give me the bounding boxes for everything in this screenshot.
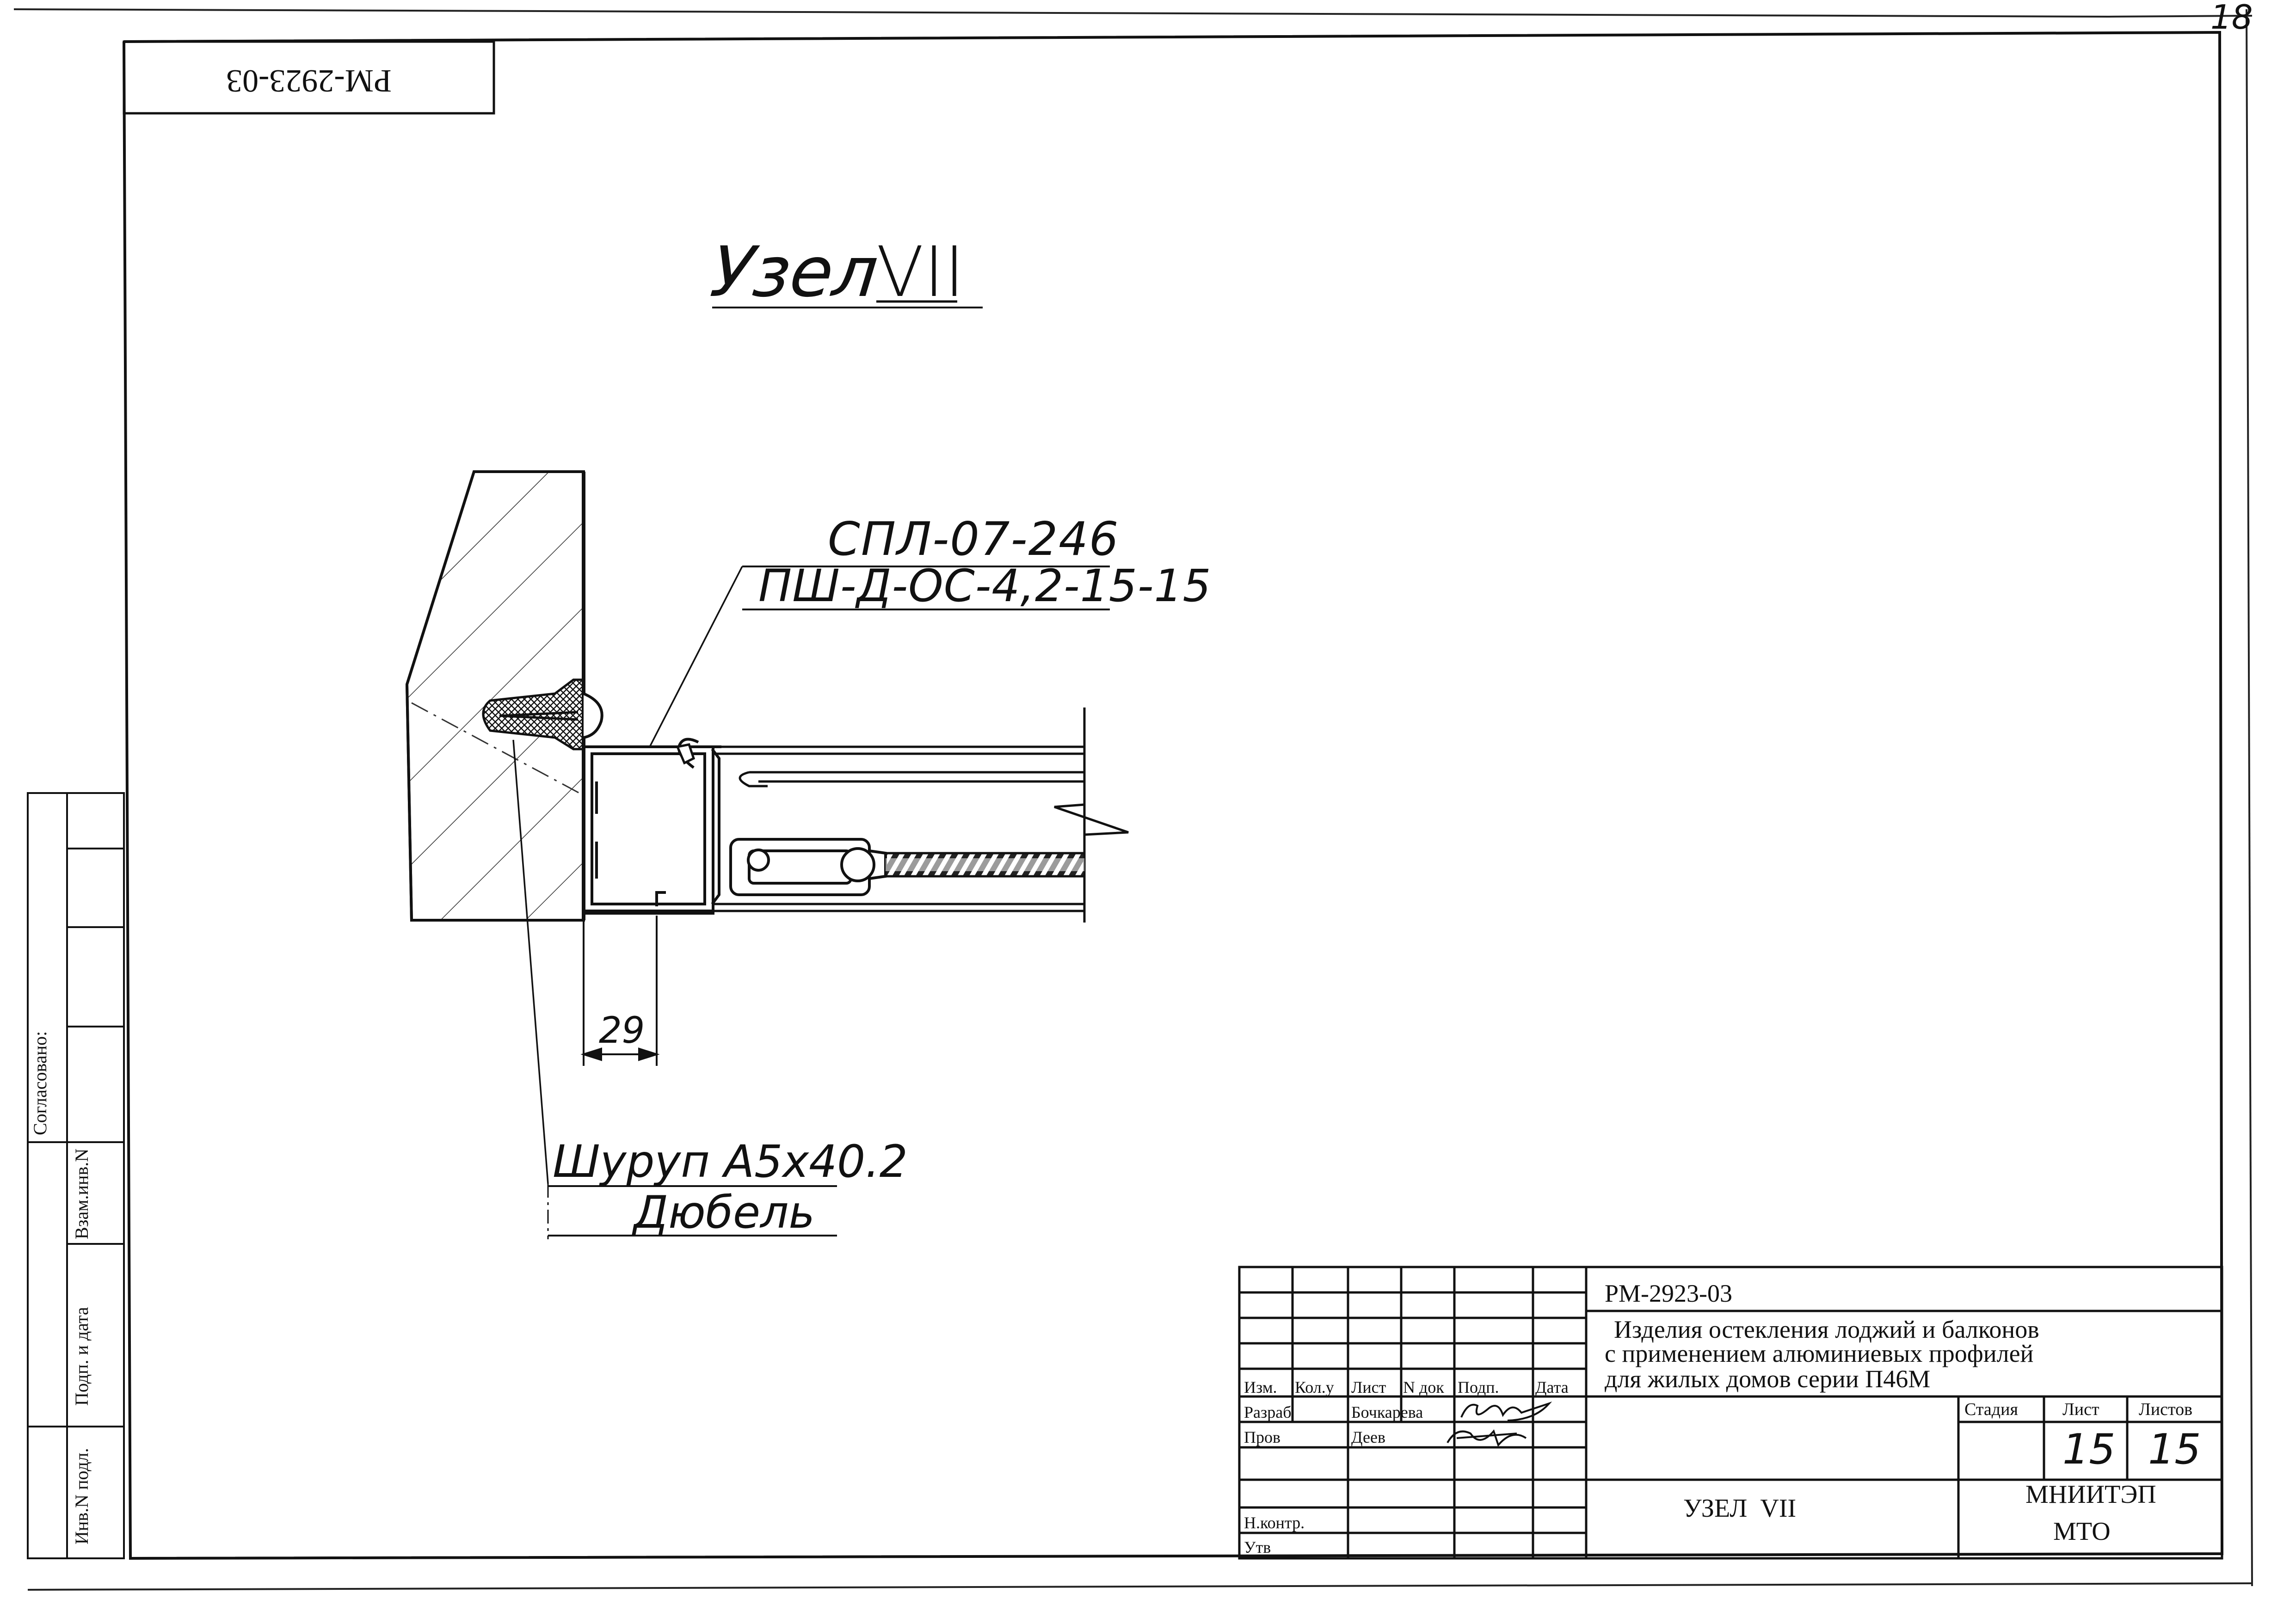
dimension-29: [580, 916, 660, 1066]
frame-screw: [676, 743, 696, 765]
tb-header-ndok: N док: [1403, 1378, 1444, 1396]
node-detail: [405, 470, 1129, 1239]
tb-sheets-label: Листов: [2139, 1400, 2192, 1419]
upper-leader: [649, 566, 743, 747]
callout-seal: ПШ-Д-ОС-4,2-15-15: [758, 560, 1212, 612]
screw-head: [583, 692, 603, 739]
tb-name-developer: Бочкарева: [1351, 1403, 1423, 1421]
rotated-code-box: [123, 40, 495, 115]
title-prefix: Узел: [707, 232, 882, 313]
callout-profile: СПЛ-07-246: [828, 512, 1120, 566]
sheet-number: 18: [2210, 0, 2253, 37]
side-stamp-agreed: Согласовано:: [30, 1031, 50, 1135]
signature-developer: [1460, 1401, 1552, 1421]
side-stamp-sign-date: Подп. и дата: [71, 1307, 92, 1406]
tb-drawing-name: УЗЕЛ VII: [1683, 1494, 1796, 1523]
callout-screw: Шуруп А5х40.2: [553, 1136, 908, 1187]
signature-checker: [1447, 1429, 1527, 1447]
tb-header-podp: Подп.: [1458, 1378, 1499, 1396]
screw: [499, 711, 579, 721]
lower-leader: [512, 739, 549, 1184]
tb-approved: Утв: [1244, 1538, 1271, 1556]
tb-role-checker: Пров: [1244, 1428, 1280, 1446]
tb-header-data: Дата: [1535, 1378, 1569, 1396]
sash-profile: [729, 838, 887, 896]
side-stamp: [27, 792, 125, 1559]
tb-norm-control: Н.контр.: [1244, 1513, 1305, 1532]
tb-description-1: Изделия остекления лоджий и балконов: [1614, 1316, 2039, 1343]
dimension-value: 29: [599, 1010, 645, 1052]
tb-org-line1: МНИИТЭП: [2025, 1480, 2156, 1509]
tb-doc-code: РМ-2923-03: [1605, 1280, 1732, 1307]
tb-org-line2: МТО: [2053, 1517, 2111, 1546]
tb-stage-label: Стадия: [1964, 1400, 2018, 1419]
tb-sheets-value: 15: [2148, 1425, 2201, 1474]
side-stamp-replace-inv: Взам.инв.N: [71, 1149, 92, 1239]
frame-profile: [582, 738, 721, 915]
tb-name-checker: Деев: [1351, 1428, 1385, 1446]
tb-role-developer: Разраб: [1244, 1403, 1292, 1421]
tb-header-izm: Изм.: [1244, 1378, 1277, 1396]
title-block: [1238, 1266, 2223, 1560]
title-numeral: VII: [876, 232, 965, 313]
callout-dowel: Дюбель: [632, 1187, 815, 1238]
side-stamp-orig-inv: Инв.N подл.: [71, 1448, 92, 1544]
drawing-title: Узел VII: [707, 232, 983, 313]
tb-header-list: Лист: [1351, 1378, 1386, 1396]
page-trim: [13, 8, 2253, 1591]
tb-description-3: для жилых домов серии П46М: [1605, 1365, 1930, 1393]
tb-sheet-value: 15: [2062, 1425, 2116, 1474]
tb-header-kolu: Кол.у: [1295, 1378, 1334, 1396]
tb-sheet-label: Лист: [2062, 1400, 2099, 1419]
tb-description-2: с применением алюминиевых профилей: [1605, 1340, 2033, 1367]
rotated-doc-code: РМ-2923-03: [226, 63, 392, 98]
glazing-rails: [713, 707, 1129, 923]
